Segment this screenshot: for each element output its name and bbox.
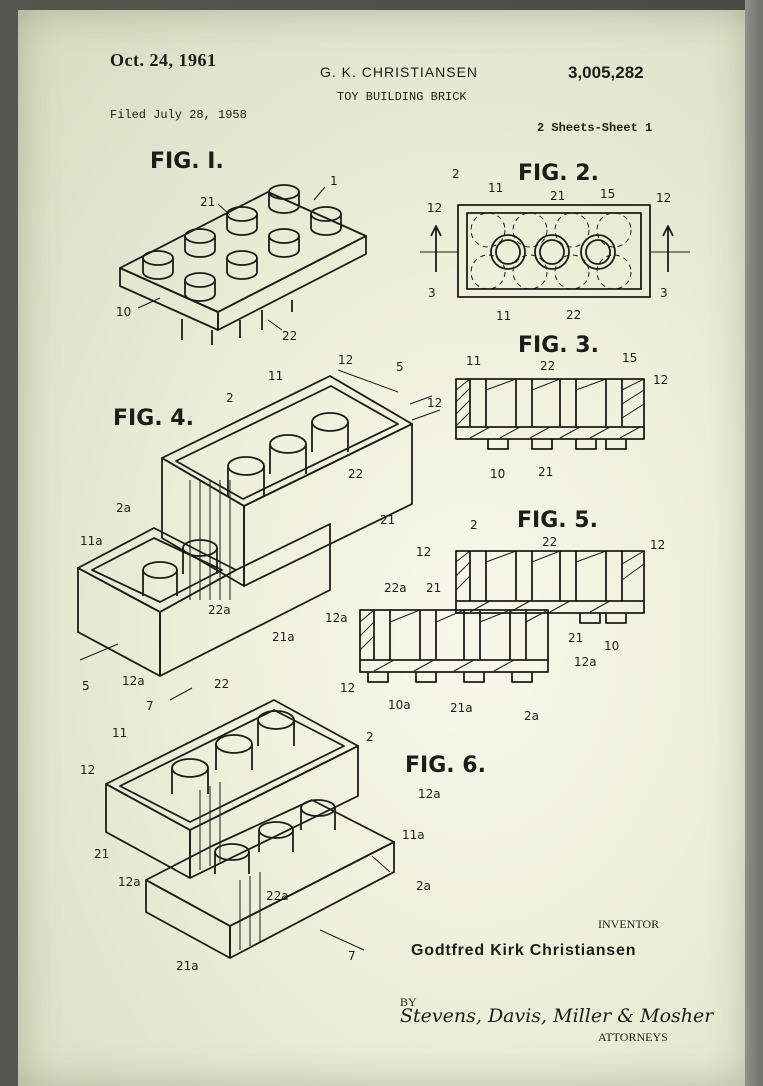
fig5-title: FIG. 5. bbox=[517, 508, 598, 533]
filed-date: Filed July 28, 1958 bbox=[110, 108, 247, 122]
patent-date: Oct. 24, 1961 bbox=[110, 50, 217, 70]
fig4-ref: 2a bbox=[116, 501, 131, 515]
fig5-ref: 21 bbox=[568, 631, 583, 645]
fig6-ref: 7 bbox=[146, 699, 154, 713]
patent-title: TOY BUILDING BRICK bbox=[337, 90, 467, 104]
fig4-ref: 21 bbox=[380, 513, 395, 527]
fig4-ref: 11a bbox=[80, 534, 103, 548]
fig2-ref: 3 bbox=[428, 286, 436, 300]
fig6-ref: 2a bbox=[416, 879, 431, 893]
fig6-ref: 22 bbox=[214, 677, 229, 691]
fig1-title: FIG. I. bbox=[150, 149, 224, 174]
fig6-ref: 7 bbox=[348, 949, 356, 963]
fig4-ref: 2 bbox=[226, 391, 234, 405]
fig5-section-drawing bbox=[359, 550, 645, 683]
by-label: BY bbox=[400, 995, 417, 1009]
fig6-ref: 2 bbox=[366, 730, 374, 744]
fig5-ref: 21a bbox=[450, 701, 473, 715]
fig2-ref: 2 bbox=[452, 167, 460, 181]
fig3-section-drawing bbox=[455, 378, 645, 450]
fig2-top-view-drawing bbox=[420, 204, 690, 298]
fig5-ref: 2 bbox=[470, 518, 478, 532]
fig5-ref: 21 bbox=[426, 581, 441, 595]
fig6-ref: 21 bbox=[94, 847, 109, 861]
fig5-ref: 12a bbox=[325, 611, 348, 625]
fig3-ref: 12 bbox=[427, 396, 442, 410]
fig4-ref: 5 bbox=[82, 679, 90, 693]
fig5-ref: 12 bbox=[650, 538, 665, 552]
fig6-ref: 21a bbox=[176, 959, 199, 973]
fig5-ref: 22 bbox=[542, 535, 557, 549]
inventor-full-name: Godtfred Kirk Christiansen bbox=[411, 942, 637, 959]
patent-sheet bbox=[18, 10, 748, 1086]
attorneys-label: ATTORNEYS bbox=[598, 1030, 668, 1044]
fig1-ref: 22 bbox=[282, 329, 297, 343]
fig6-title: FIG. 6. bbox=[405, 753, 486, 778]
fig4-ref: 21a bbox=[272, 630, 295, 644]
fig5-ref: 10 bbox=[604, 639, 619, 653]
patent-number: 3,005,282 bbox=[568, 63, 644, 82]
fig6-ref: 22a bbox=[266, 889, 289, 903]
frame-edge bbox=[745, 0, 763, 1086]
fig1-ref: 10 bbox=[116, 305, 131, 319]
fig2-ref: 11 bbox=[496, 309, 511, 323]
fig6-ref: 12a bbox=[418, 787, 441, 801]
fig6-ref: 11 bbox=[112, 726, 127, 740]
fig2-ref: 12 bbox=[427, 201, 442, 215]
fig1-ref: 21 bbox=[200, 195, 215, 209]
fig2-ref: 22 bbox=[566, 308, 581, 322]
fig1-brick-drawing bbox=[119, 184, 367, 345]
fig3-ref: 21 bbox=[538, 465, 553, 479]
inventor-label: INVENTOR bbox=[598, 917, 660, 931]
fig6-ref: 11a bbox=[402, 828, 425, 842]
fig3-ref: 22 bbox=[540, 359, 555, 373]
fig5-ref: 22a bbox=[384, 581, 407, 595]
fig3-ref: 15 bbox=[622, 351, 637, 365]
fig3-title: FIG. 3. bbox=[518, 333, 599, 358]
fig2-ref: 11 bbox=[488, 181, 503, 195]
attorneys-signature: Stevens, Davis, Miller & Mosher bbox=[400, 1005, 714, 1027]
fig4-ref: 22 bbox=[348, 467, 363, 481]
fig2-ref: 12 bbox=[656, 191, 671, 205]
fig5-ref: 10a bbox=[388, 698, 411, 712]
fig5-ref: 12 bbox=[416, 545, 431, 559]
fig4-ref: 22a bbox=[208, 603, 231, 617]
fig5-ref: 2a bbox=[524, 709, 539, 723]
fig6-ref: 12a bbox=[118, 875, 141, 889]
fig4-ref: 11 bbox=[268, 369, 283, 383]
fig6-ref: 12 bbox=[340, 681, 355, 695]
fig2-title: FIG. 2. bbox=[518, 161, 599, 186]
fig6-ref: 12 bbox=[80, 763, 95, 777]
sheet-number: 2 Sheets-Sheet 1 bbox=[537, 121, 653, 135]
fig3-ref: 12 bbox=[653, 373, 668, 387]
fig2-ref: 3 bbox=[660, 286, 668, 300]
fig2-ref: 15 bbox=[600, 187, 615, 201]
fig4-title: FIG. 4. bbox=[113, 406, 194, 431]
fig4-exploded-drawing bbox=[77, 369, 441, 677]
fig4-ref: 12a bbox=[122, 674, 145, 688]
fig4-ref: 12 bbox=[338, 353, 353, 367]
inventor-short-name: G. K. CHRISTIANSEN bbox=[320, 64, 479, 80]
fig1-ref: 1 bbox=[330, 174, 338, 188]
fig2-ref: 21 bbox=[550, 189, 565, 203]
fig6-interlocked-drawing bbox=[105, 687, 395, 959]
fig3-ref: 10 bbox=[490, 467, 505, 481]
fig5-ref: 12a bbox=[574, 655, 597, 669]
fig4-ref: 5 bbox=[396, 360, 404, 374]
fig3-ref: 11 bbox=[466, 354, 481, 368]
